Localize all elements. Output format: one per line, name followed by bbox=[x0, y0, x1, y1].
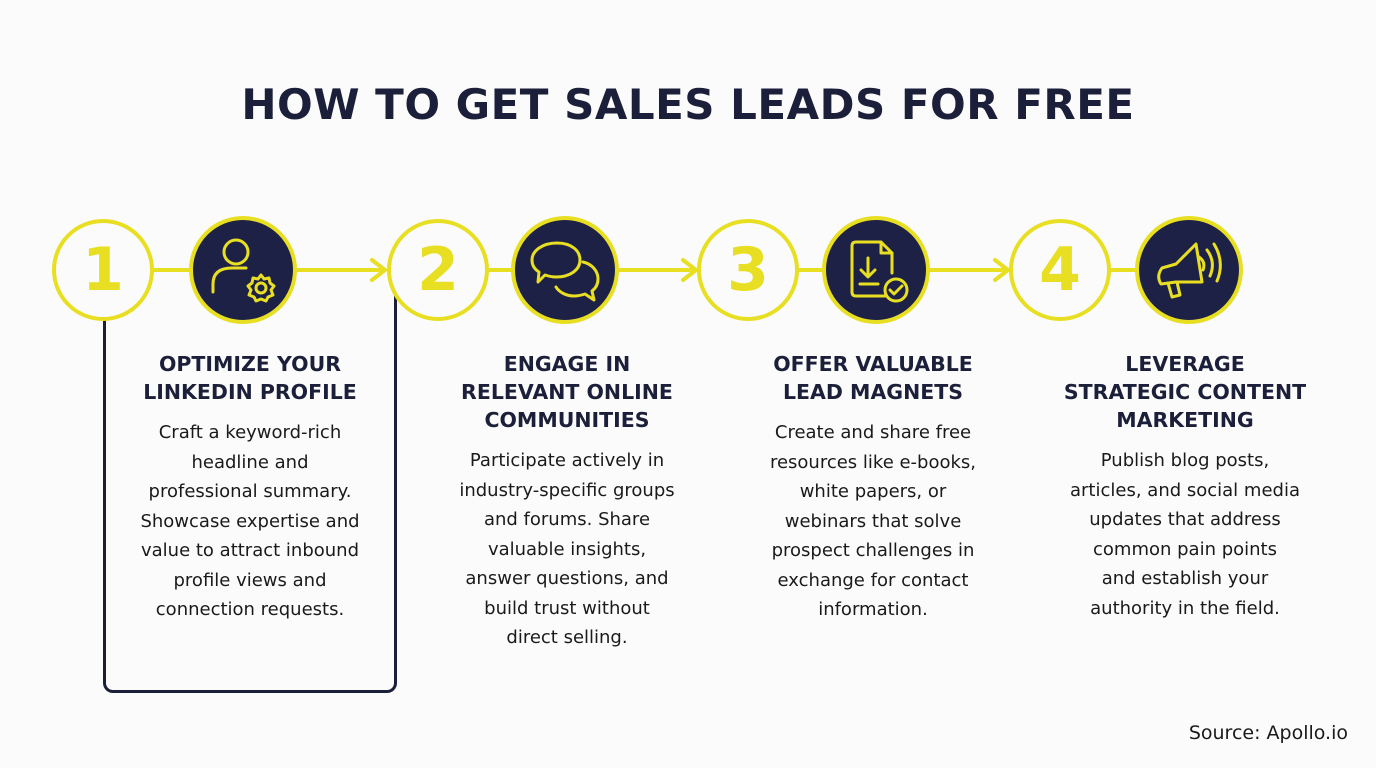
icon-circle bbox=[511, 216, 619, 324]
description-line: exchange for contact bbox=[777, 569, 969, 591]
step-number-circle bbox=[697, 219, 799, 321]
icon-circle bbox=[189, 216, 297, 324]
step-description: Craft a keyword-rich headline and profes… bbox=[105, 418, 395, 625]
user-gear-icon bbox=[211, 238, 276, 303]
step-heading: LEVERAGE STRATEGIC CONTENT MARKETING bbox=[1040, 350, 1330, 434]
source-attribution: Source: Apollo.io bbox=[1188, 722, 1348, 744]
heading-line: LEAD MAGNETS bbox=[782, 380, 964, 404]
step-heading: OFFER VALUABLE LEAD MAGNETS bbox=[728, 350, 1018, 406]
description-line: Craft a keyword-rich bbox=[158, 422, 342, 443]
step-number-4: 4 bbox=[1039, 235, 1081, 305]
description-line: direct selling. bbox=[506, 627, 628, 648]
step-number-circle bbox=[52, 219, 154, 321]
description-line: updates that address bbox=[1089, 509, 1281, 530]
description-line: industry-specific groups bbox=[459, 479, 675, 501]
step-number-circle bbox=[387, 219, 489, 321]
step-description: Participate actively in industry-specifi… bbox=[422, 446, 712, 653]
step-4-card[interactable]: LEVERAGE STRATEGIC CONTENT MARKETING Pub… bbox=[1040, 350, 1330, 623]
description-line: common pain points bbox=[1093, 538, 1277, 560]
step-description: Publish blog posts, articles, and social… bbox=[1040, 446, 1330, 623]
selected-step-highlight bbox=[103, 270, 397, 693]
description-line: Create and share free bbox=[774, 422, 972, 443]
page-title: HOW TO GET SALES LEADS FOR FREE bbox=[241, 80, 1135, 129]
heading-line: STRATEGIC CONTENT bbox=[1063, 380, 1307, 404]
step-description: Create and share free resources like e-b… bbox=[728, 418, 1018, 625]
description-line: information. bbox=[818, 599, 928, 620]
description-line: answer questions, and bbox=[465, 568, 669, 589]
description-line: and forums. Share bbox=[483, 509, 651, 530]
description-line: webinars that solve bbox=[784, 510, 962, 532]
document-download-check-icon bbox=[850, 240, 909, 303]
icon-circle bbox=[1135, 216, 1243, 324]
heading-line: OPTIMIZE YOUR bbox=[158, 352, 342, 376]
description-line: articles, and social media bbox=[1070, 479, 1300, 501]
heading-line: OFFER VALUABLE bbox=[773, 352, 973, 376]
arrow-head-icon bbox=[681, 258, 698, 282]
description-line: valuable insights, bbox=[487, 538, 647, 560]
description-line: Participate actively in bbox=[469, 450, 665, 471]
heading-line: LEVERAGE bbox=[1125, 352, 1245, 376]
step-3-card[interactable]: OFFER VALUABLE LEAD MAGNETS Create and s… bbox=[728, 350, 1018, 625]
step-number-2: 2 bbox=[417, 235, 459, 305]
step-number-circle bbox=[1009, 219, 1111, 321]
description-line: headline and bbox=[191, 451, 309, 473]
step-heading: OPTIMIZE YOUR LINKEDIN PROFILE bbox=[105, 350, 395, 406]
description-line: and establish your bbox=[1101, 568, 1269, 589]
description-line: resources like e-books, bbox=[769, 451, 977, 473]
step-number-1: 1 bbox=[82, 235, 124, 305]
description-line: Showcase expertise and bbox=[140, 510, 360, 532]
description-line: prospect challenges in bbox=[771, 540, 975, 561]
description-line: profile views and bbox=[173, 569, 327, 591]
chat-bubbles-icon bbox=[530, 241, 600, 302]
description-line: value to attract inbound bbox=[140, 540, 360, 561]
heading-line: ENGAGE IN bbox=[503, 352, 631, 376]
step-number-3: 3 bbox=[727, 235, 769, 305]
heading-line: LINKEDIN PROFILE bbox=[143, 380, 357, 404]
heading-line: RELEVANT ONLINE bbox=[461, 380, 673, 404]
description-line: professional summary. bbox=[148, 481, 352, 502]
description-line: authority in the field. bbox=[1090, 597, 1280, 619]
arrow-head-icon bbox=[993, 258, 1010, 282]
step-1-card[interactable]: OPTIMIZE YOUR LINKEDIN PROFILE Craft a k… bbox=[105, 350, 395, 625]
description-line: white papers, or bbox=[799, 481, 947, 502]
heading-line: MARKETING bbox=[1116, 408, 1254, 432]
step-heading: ENGAGE IN RELEVANT ONLINE COMMUNITIES bbox=[422, 350, 712, 434]
description-line: connection requests. bbox=[155, 599, 345, 620]
step-2-card[interactable]: ENGAGE IN RELEVANT ONLINE COMMUNITIES Pa… bbox=[422, 350, 712, 653]
description-line: Publish blog posts, bbox=[1100, 450, 1270, 471]
description-line: build trust without bbox=[484, 597, 650, 619]
heading-line: COMMUNITIES bbox=[484, 408, 650, 432]
arrow-head-icon bbox=[370, 258, 387, 282]
megaphone-icon bbox=[1157, 242, 1222, 299]
